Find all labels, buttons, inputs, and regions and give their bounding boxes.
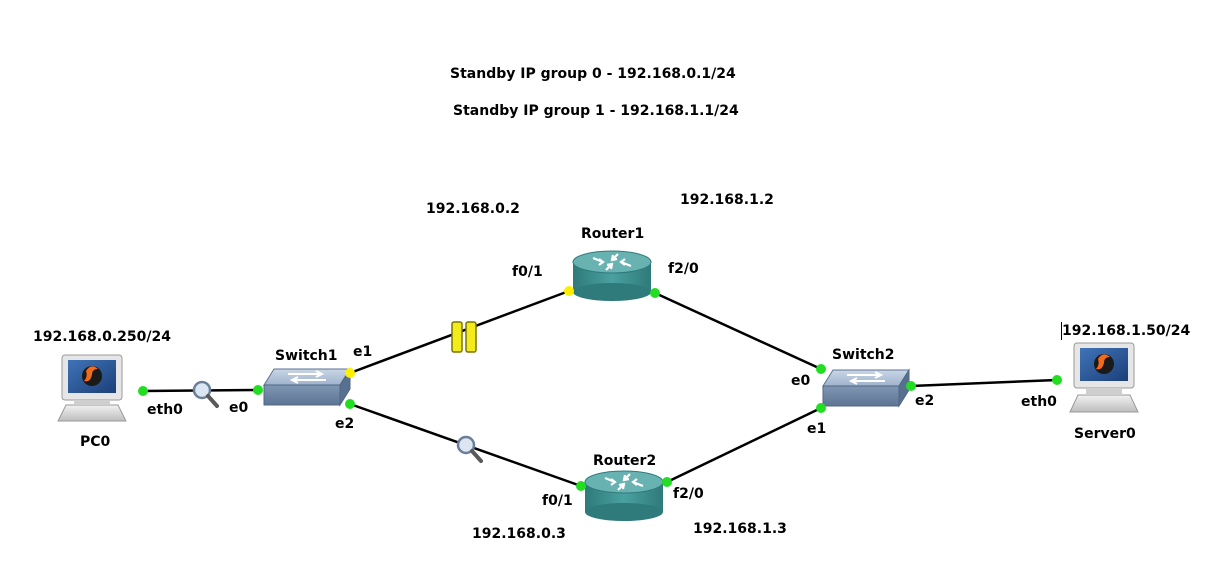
switch2-e0-label: e0 (791, 373, 811, 389)
switch2-e1-label: e1 (807, 421, 827, 437)
router1-left-ip-label: 192.168.0.2 (426, 201, 520, 217)
pc0-ip-label: 192.168.0.250/24 (33, 329, 171, 345)
switch1-e0-label: e0 (229, 400, 249, 416)
capture-magnifier-icon[interactable] (456, 435, 483, 463)
port-status-dot (906, 381, 916, 391)
port-status-dot (253, 385, 263, 395)
router1-f20-label: f2/0 (668, 261, 699, 277)
server0-port-label: eth0 (1021, 394, 1057, 410)
switch1-icon[interactable] (263, 367, 351, 407)
switch2-e2-label: e2 (915, 393, 935, 409)
port-status-dot (816, 364, 826, 374)
capture-magnifier-icon[interactable] (192, 380, 219, 408)
router1-icon[interactable] (572, 250, 652, 301)
text-cursor (1061, 322, 1062, 340)
server0-name-label[interactable]: Server0 (1074, 426, 1136, 442)
router1-f01-label: f0/1 (512, 264, 543, 280)
pc0-port-label: eth0 (147, 402, 183, 418)
port-status-dot (816, 403, 826, 413)
note-standby-group-1: Standby IP group 1 - 192.168.1.1/24 (453, 103, 739, 119)
router2-name-label[interactable]: Router2 (593, 453, 657, 469)
pc0-name-label[interactable]: PC0 (80, 434, 111, 450)
router2-f20-label: f2/0 (673, 486, 704, 502)
server0-ip-label: 192.168.1.50/24 (1062, 323, 1191, 339)
link-router2-switch2[interactable] (666, 406, 822, 484)
switch2-name-label[interactable]: Switch2 (832, 347, 895, 363)
note-standby-group-0: Standby IP group 0 - 192.168.0.1/24 (450, 66, 736, 82)
port-status-dot (564, 286, 574, 296)
port-dots (138, 286, 1062, 491)
router1-right-ip-label: 192.168.1.2 (680, 192, 774, 208)
link-router1-switch2[interactable] (654, 291, 822, 371)
port-status-dot (662, 477, 672, 487)
port-status-dot (650, 288, 660, 298)
router1-name-label[interactable]: Router1 (581, 226, 645, 242)
port-status-dot (1052, 375, 1062, 385)
switch2-icon[interactable] (822, 368, 910, 408)
port-status-dot (138, 386, 148, 396)
switch1-name-label[interactable]: Switch1 (275, 348, 338, 364)
router2-left-ip-label: 192.168.0.3 (472, 526, 566, 542)
server0-icon[interactable] (1069, 342, 1139, 413)
switch1-e1-label: e1 (353, 344, 373, 360)
port-status-dot (576, 481, 586, 491)
router2-f01-label: f0/1 (542, 493, 573, 509)
pc0-icon[interactable] (57, 354, 127, 422)
link-switch2-server0[interactable] (910, 378, 1058, 388)
switch1-e2-label: e2 (335, 416, 355, 432)
router2-icon[interactable] (584, 470, 664, 521)
port-status-dot (345, 368, 355, 378)
router2-right-ip-label: 192.168.1.3 (693, 521, 787, 537)
port-status-dot (345, 399, 355, 409)
suspend-pause-icon[interactable] (451, 321, 477, 353)
